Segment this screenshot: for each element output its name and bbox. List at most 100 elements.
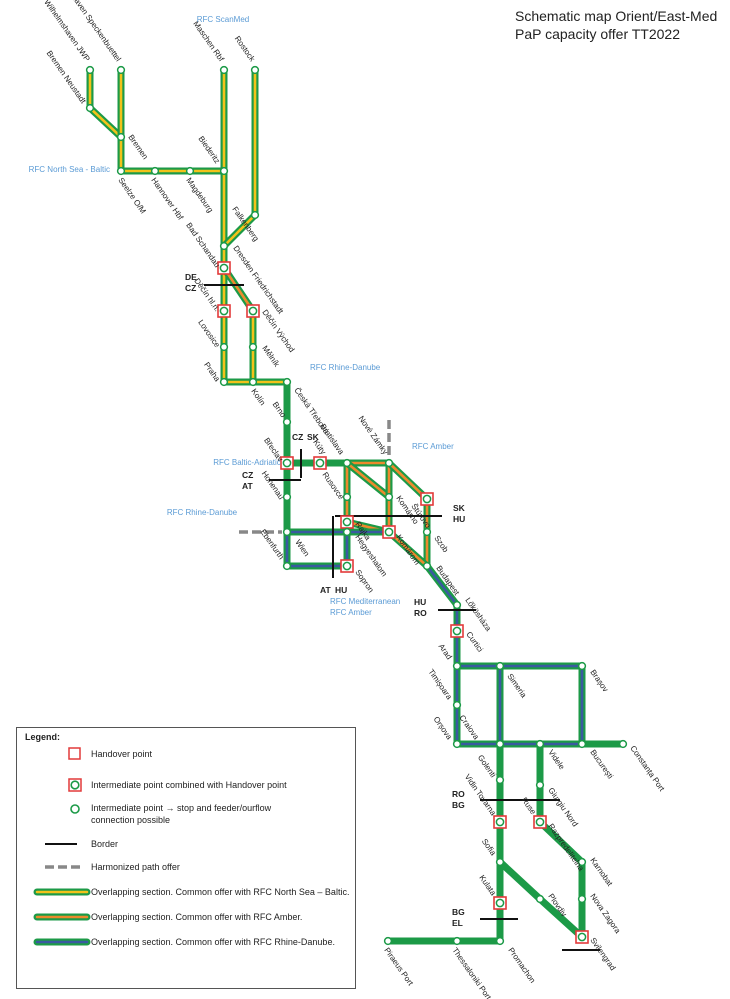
station-node-seelze xyxy=(116,166,126,176)
station-label-seelze: Seelze O/M xyxy=(116,176,148,216)
station-node-curtici xyxy=(452,626,462,636)
station-node-bremerhaven xyxy=(116,65,126,75)
rail-lines xyxy=(86,66,627,945)
map-title-line2: PaP capacity offer TT2022 xyxy=(515,26,680,42)
station-node-kolin xyxy=(248,377,258,387)
station-node-ebenfurth xyxy=(282,561,292,571)
rail-overlay-arad-brasov-bucuresti xyxy=(455,664,584,746)
border-label-sk_hu-b: HU xyxy=(453,514,465,524)
legend-harmonized-text: Harmonized path offer xyxy=(91,862,180,872)
station-label-bremen: Bremen xyxy=(126,133,149,161)
station-node-timisoara xyxy=(452,700,462,710)
harmonized-dash-icon xyxy=(45,865,81,869)
rail-section-videle-svilengrad xyxy=(536,740,586,941)
station-node-karnobat xyxy=(577,857,587,867)
station-node-vidin xyxy=(495,817,505,827)
station-node-szob xyxy=(422,527,432,537)
legend-row-overlap-nsb: Overlapping section. Common offer with R… xyxy=(25,883,350,905)
station-node-arad xyxy=(452,661,462,671)
legend-handover-text: Handover point xyxy=(91,749,153,759)
station-node-komarom xyxy=(384,527,394,537)
station-node-promachon xyxy=(495,936,505,946)
legend-intermediate-handover-text: Intermediate point combined with Handove… xyxy=(91,780,287,790)
station-node-craiova xyxy=(495,739,505,749)
station-node-giurgiu xyxy=(535,780,545,790)
station-node-bucuresti xyxy=(577,739,587,749)
station-label-biederitz: Biederitz xyxy=(197,134,222,165)
station-node-bratislava xyxy=(342,458,352,468)
legend-row-intermediate: Intermediate point → stop and feeder/our… xyxy=(25,800,350,825)
station-node-lokoshaza xyxy=(452,600,462,610)
station-label-sofia: Sofia xyxy=(480,837,498,858)
legend-title: Legend: xyxy=(25,732,60,742)
legend-overlap-nsb-text: Overlapping section. Common offer with R… xyxy=(91,887,350,897)
intermediate-handover-symbol-icon xyxy=(68,778,82,792)
station-node-hannover xyxy=(150,166,160,176)
rail-section-craiova-piraeus xyxy=(384,740,504,945)
station-node-sofia xyxy=(495,857,505,867)
station-label-timisoara: Timișoara xyxy=(426,667,454,701)
station-label-bad_schandau: Bad Schandau xyxy=(184,221,221,269)
station-label-komarom: Komárom xyxy=(394,533,421,567)
rfc-label-amber_2: RFC Amber xyxy=(330,608,372,617)
station-node-brasov xyxy=(577,661,587,671)
station-label-orsova: Orșova xyxy=(432,715,454,742)
station-label-decin_hln: Děčín hl.n. xyxy=(192,277,221,313)
legend-intermediate-text-1: Intermediate point → stop and feeder/our… xyxy=(91,803,272,813)
station-node-plovdiv xyxy=(535,894,545,904)
station-node-rostock xyxy=(250,65,260,75)
border-label-sk_hu-a: SK xyxy=(453,503,466,513)
station-node-rusovce xyxy=(342,492,352,502)
station-node-thessaloniki xyxy=(452,936,462,946)
station-node-ceska_trebova xyxy=(282,377,292,387)
station-label-magdeburg: Magdeburg xyxy=(184,176,215,214)
border-line-icon xyxy=(45,843,77,845)
station-label-arad: Arad xyxy=(437,642,454,661)
station-node-nova_zagora xyxy=(577,894,587,904)
station-label-curtici: Curtici xyxy=(464,630,485,654)
overlap-rd-icon xyxy=(33,938,91,946)
station-node-constanta xyxy=(618,739,628,749)
border-label-cz_sk-a: CZ xyxy=(292,432,303,442)
station-node-bad_schandau xyxy=(219,263,229,273)
station-label-hannover: Hannover Hbf xyxy=(149,176,185,222)
station-label-svilengrad: Svilengrad xyxy=(588,936,617,972)
station-node-wien xyxy=(282,527,292,537)
border-label-hu_ro-b: RO xyxy=(414,608,427,618)
station-label-brasov: Brașov xyxy=(588,668,610,694)
station-label-maschen: Maschen Rbf xyxy=(191,19,226,63)
border-label-de_cz-a: DE xyxy=(185,272,197,282)
station-label-szob: Szob xyxy=(432,534,450,555)
border-label-hu_ro-a: HU xyxy=(414,597,426,607)
rfc-label-scanmed: RFC ScanMed xyxy=(197,15,249,24)
border-label-cz_sk-b: SK xyxy=(307,432,320,442)
station-label-craiova: Craiova xyxy=(458,713,481,741)
station-node-kuty xyxy=(315,458,325,468)
station-label-simeria: Simeria xyxy=(505,672,528,700)
station-label-hohenau: Hohenau xyxy=(260,469,286,501)
station-label-sopron: Sopron xyxy=(353,568,375,594)
station-node-piraeus xyxy=(383,936,393,946)
border-label-ro_bg-b: BG xyxy=(452,800,465,810)
station-node-orsova xyxy=(452,739,462,749)
border-label-cz_at-b: AT xyxy=(242,481,254,491)
station-label-constanta: Constanța Port xyxy=(628,744,666,794)
rail-overlay-budapest-arad xyxy=(425,564,459,668)
station-label-wien: Wien xyxy=(293,538,311,558)
handover-symbol-icon xyxy=(68,747,81,760)
rfc-label-north_sea_baltic: RFC North Sea - Baltic xyxy=(29,165,110,174)
border-label-de_cz-b: CZ xyxy=(185,283,196,293)
overlap-amber-icon xyxy=(33,913,91,921)
rail-section-wilhelmshaven-bremen xyxy=(86,66,125,141)
station-node-praha xyxy=(219,377,229,387)
station-label-vidin: Vidin Tovarna xyxy=(463,773,498,818)
station-label-karnobat: Karnobat xyxy=(588,856,614,888)
station-node-budapest xyxy=(422,561,432,571)
border-label-cz_at-a: CZ xyxy=(242,470,253,480)
rfc-label-amber: RFC Amber xyxy=(412,442,454,451)
station-node-dresden xyxy=(219,241,229,251)
station-node-golenti xyxy=(495,775,505,785)
station-node-decin_hln xyxy=(219,306,229,316)
legend-row-harmonized: Harmonized path offer xyxy=(25,858,350,880)
intermediate-point-icon xyxy=(70,804,80,814)
